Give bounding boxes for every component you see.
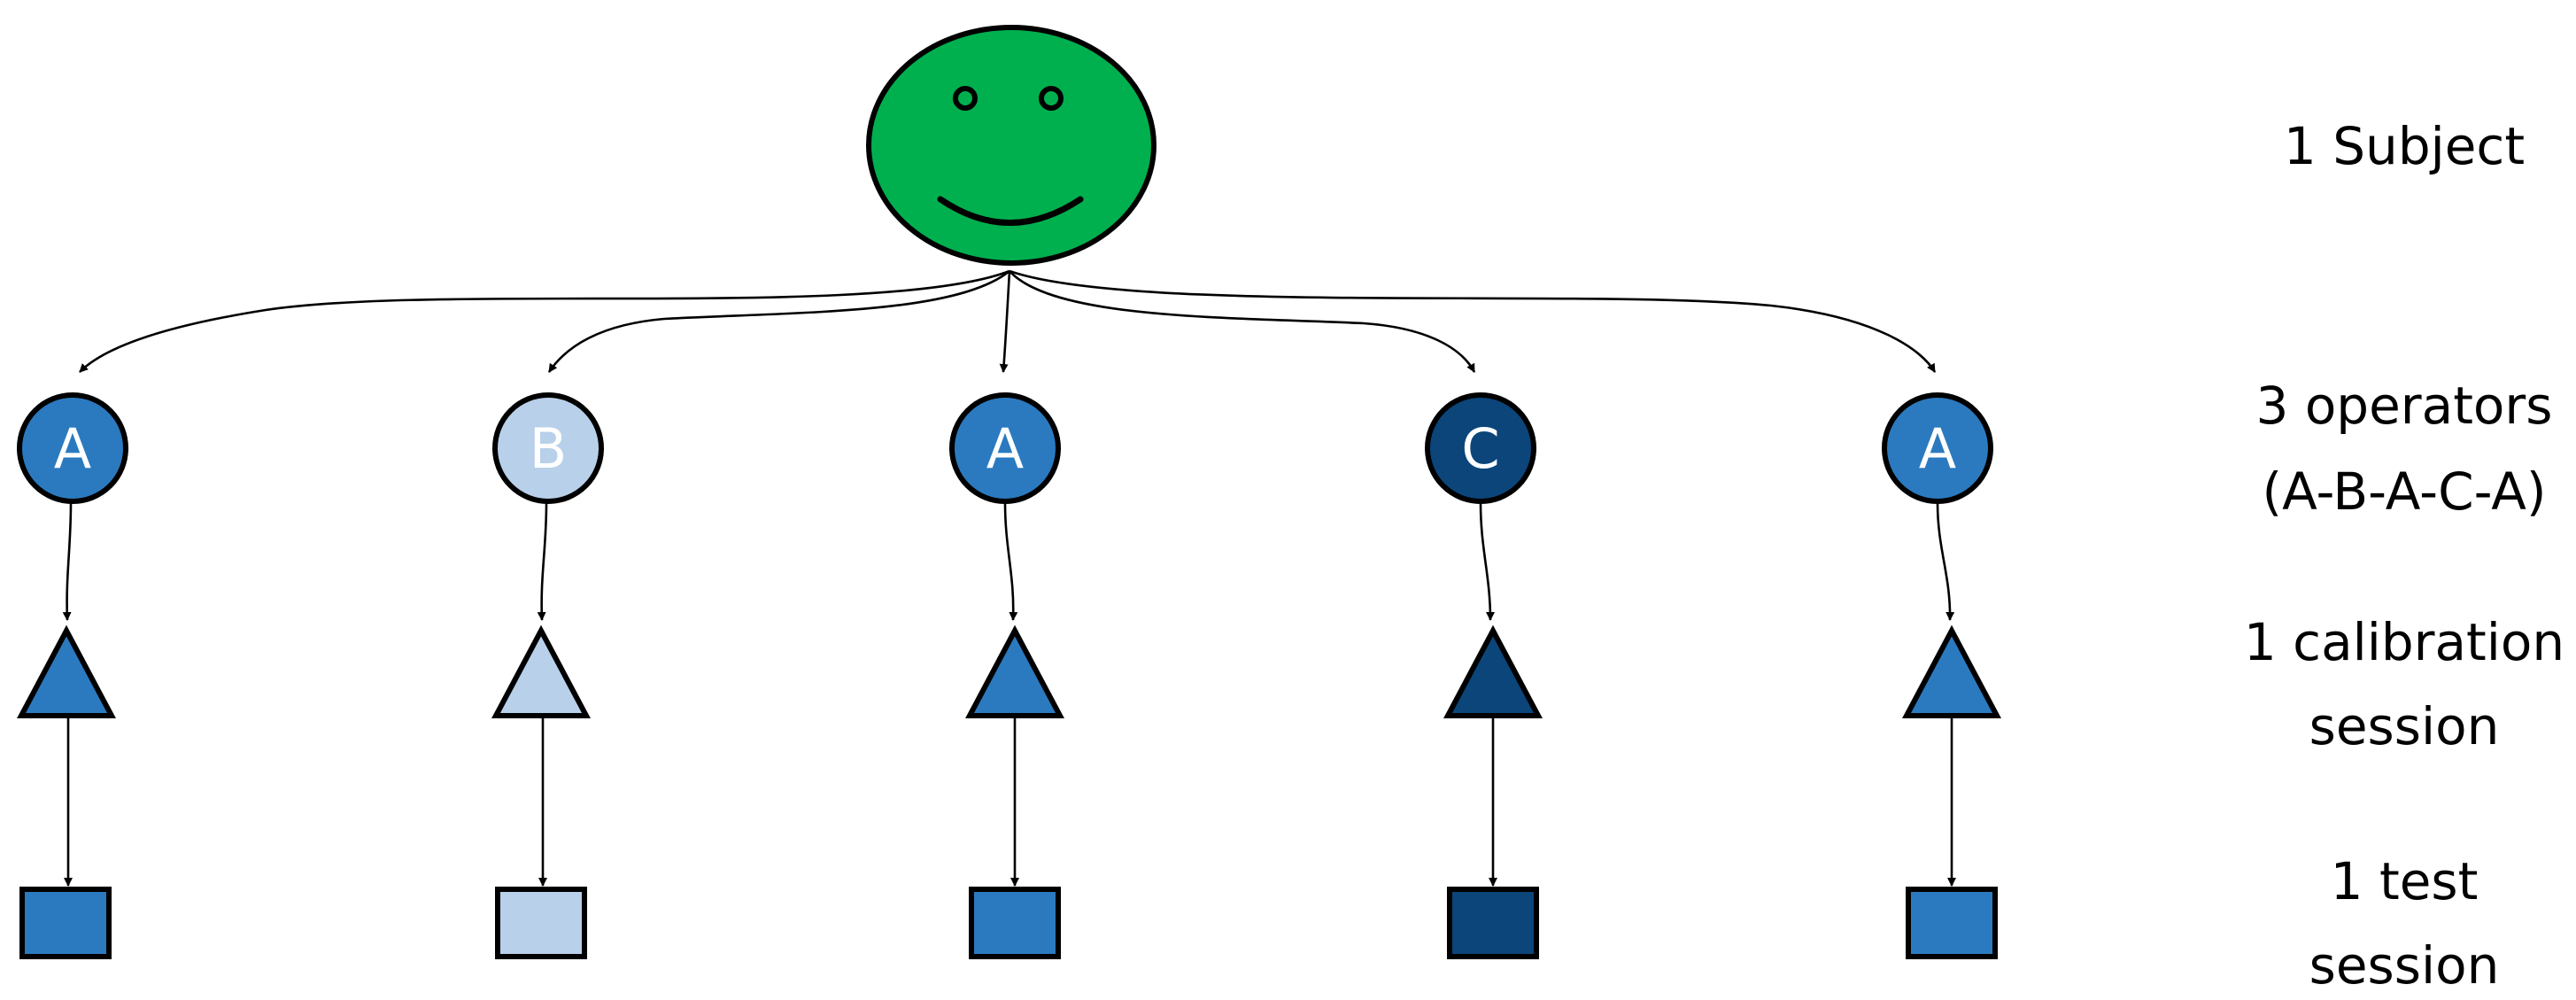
column-5: A (1882, 392, 2001, 959)
operator-node (949, 392, 1061, 504)
operator-label: C (1461, 416, 1499, 481)
test-session-node (495, 887, 587, 959)
edge-operator-to-calibration (1479, 502, 1495, 621)
smiley-left-eye (953, 86, 978, 111)
test-session-node (969, 887, 1061, 959)
operator-columns: A B A C (17, 392, 2001, 959)
row-label-calibration-line-2: session (2309, 696, 2500, 756)
test-session-node (19, 887, 112, 959)
operator-label: A (54, 416, 91, 481)
calibration-session-node (1902, 624, 2001, 718)
column-4: C (1425, 392, 1543, 959)
row-label-operators-line-2: (A-B-A-C-A) (2262, 461, 2546, 522)
column-2: B (491, 392, 604, 959)
edge-subject-to-operator-3 (999, 270, 1011, 373)
subject-node (866, 25, 1156, 266)
edge-subject-to-operator-5 (1009, 269, 1937, 373)
calibration-session-node (17, 624, 116, 718)
row-labels: 1 Subject 3 operators (A-B-A-C-A) 1 cali… (2244, 116, 2564, 996)
row-label-subject: 1 Subject (2284, 116, 2525, 176)
operator-node (17, 392, 128, 504)
row-label-calibration-line-1: 1 calibration (2244, 612, 2564, 672)
operator-node (1425, 392, 1536, 504)
smiley-mouth (937, 196, 1084, 226)
calibration-session-node (491, 624, 591, 718)
test-session-node (1447, 887, 1539, 959)
test-session-node (1906, 887, 1998, 959)
edge-subject-to-operator-2 (547, 269, 1010, 373)
operator-label: A (986, 416, 1024, 481)
edge-subject-to-operator-4 (1009, 270, 1476, 373)
smiley-face-icon (866, 25, 1156, 266)
edge-operator-to-calibration (1936, 502, 1955, 621)
edge-operator-to-calibration (537, 502, 548, 621)
calibration-session-node (965, 624, 1064, 718)
operator-node (1882, 392, 1993, 504)
operator-label: A (1919, 416, 1956, 481)
calibration-session-node (1443, 624, 1543, 718)
row-label-test-line-2: session (2309, 935, 2500, 996)
column-1: A (17, 392, 128, 959)
subject-edges (79, 269, 1937, 373)
edge-subject-to-operator-1 (79, 269, 1010, 373)
smiley-right-eye (1039, 86, 1064, 111)
operator-label: B (530, 416, 568, 481)
row-label-operators-line-1: 3 operators (2255, 376, 2552, 436)
operator-node (492, 392, 604, 504)
column-3: A (949, 392, 1064, 959)
edge-operator-to-calibration (62, 502, 73, 621)
row-label-test-line-1: 1 test (2331, 851, 2479, 911)
edge-operator-to-calibration (1003, 502, 1018, 621)
